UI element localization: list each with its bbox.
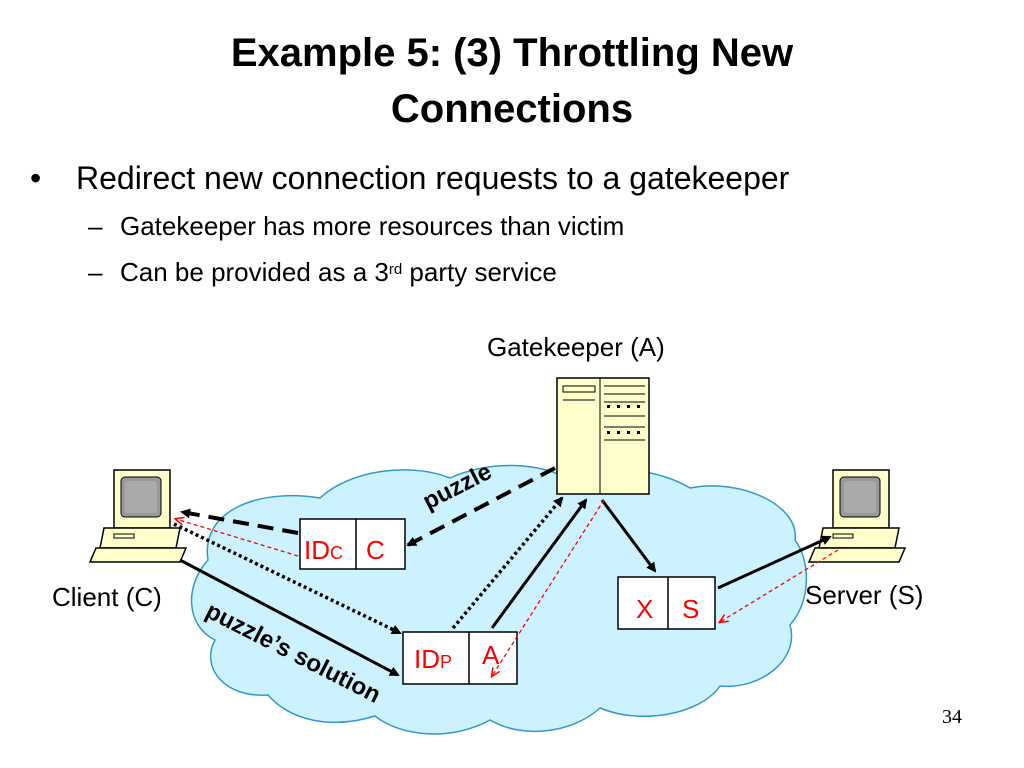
packet-xs-field1: X xyxy=(636,594,654,624)
red-arrow-to-client xyxy=(176,519,299,557)
bullet-main: • Redirect new connection requests to a g… xyxy=(30,158,789,198)
sub-bullet-marker: – xyxy=(88,211,103,241)
packet-idc-field2: C xyxy=(366,535,385,565)
sub-bullet-1: –Gatekeeper has more resources than vict… xyxy=(88,210,624,242)
red-arrow-to-packet-s xyxy=(720,549,839,622)
packet-idc-subscript: C xyxy=(330,543,343,563)
server-label: Server (S) xyxy=(805,580,924,610)
sub-bullet-marker: – xyxy=(88,257,103,287)
server-computer-icon xyxy=(807,469,907,563)
arrow-client-to-packet xyxy=(179,558,400,677)
packet-idc-field1: IDC xyxy=(304,535,343,565)
sub-bullet-text-pre: Can be provided as a 3 xyxy=(120,257,389,287)
packet-idp-subscript: P xyxy=(440,652,453,672)
sub-bullet-text: Gatekeeper has more resources than victi… xyxy=(120,211,625,241)
gatekeeper-server-icon xyxy=(556,377,650,495)
packet-idc xyxy=(299,518,406,570)
superscript: rd xyxy=(388,261,403,278)
packet-idp-field1: IDP xyxy=(414,644,453,674)
arrow-packet-to-server xyxy=(717,535,832,590)
packet-xs xyxy=(617,576,716,630)
arrow-puzzle-to-client xyxy=(406,466,556,547)
arrow-gatekeeper-to-packet xyxy=(600,499,657,573)
arrow-solution-to-gatekeeper xyxy=(451,496,564,630)
arrow-packet-to-gatekeeper xyxy=(490,498,588,629)
bullet-marker: • xyxy=(30,160,42,196)
bullet-text: Redirect new connection requests to a ga… xyxy=(76,160,790,196)
sub-bullet-2: –Can be provided as a 3rd party service xyxy=(88,256,557,288)
packet-xs-field2: S xyxy=(682,594,700,624)
client-label: Client (C) xyxy=(52,582,162,612)
arrow-puzzle-to-client-2 xyxy=(180,508,299,535)
page-number: 34 xyxy=(942,706,962,728)
packet-idp-field2: A xyxy=(482,640,500,670)
sub-bullet-text-post: party service xyxy=(402,257,557,287)
slide-title-line1: Example 5: (3) Throttling New xyxy=(230,31,794,75)
gatekeeper-label: Gatekeeper (A) xyxy=(487,332,665,362)
client-computer-icon xyxy=(88,469,188,563)
slide-title-line2: Connections xyxy=(390,87,634,131)
